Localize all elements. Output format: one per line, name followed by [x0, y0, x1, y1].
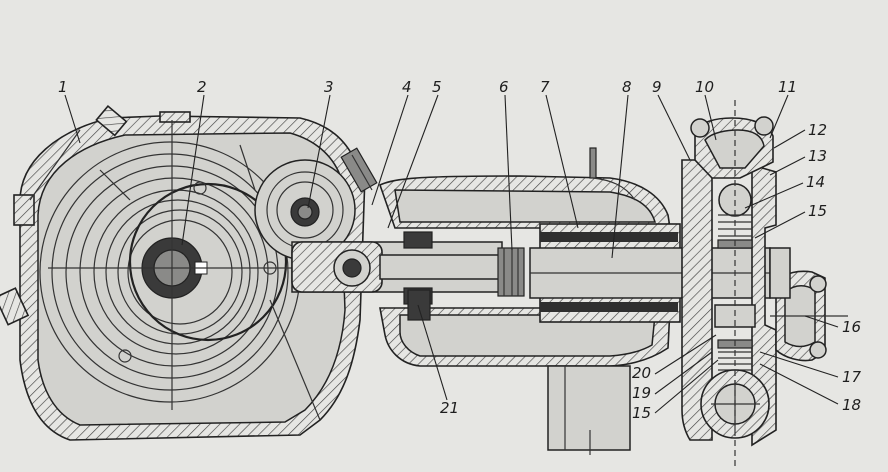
label-5: 5	[432, 78, 442, 96]
label-20: 20	[632, 364, 651, 382]
label-3: 3	[324, 78, 334, 96]
label-21: 21	[440, 399, 459, 417]
label-6: 6	[499, 78, 509, 96]
shaft-end	[769, 247, 791, 299]
coupling	[497, 247, 525, 297]
label-10: 10	[695, 78, 714, 96]
part-labels: 1 2 3 4 5 6 7 8 9 10 11 12 13 14 15 16 1…	[58, 78, 862, 422]
label-14: 14	[806, 173, 825, 191]
label-7: 7	[540, 78, 550, 96]
label-4: 4	[402, 78, 412, 96]
label-19: 19	[632, 384, 651, 402]
small-gear	[254, 159, 356, 261]
pump-head	[681, 100, 777, 470]
label-15b: 15	[632, 404, 651, 422]
label-18: 18	[842, 396, 861, 414]
label-1: 1	[58, 78, 68, 96]
plunger	[529, 223, 771, 323]
label-13: 13	[808, 147, 827, 165]
label-8: 8	[622, 78, 632, 96]
side-valve	[770, 270, 848, 362]
label-9: 9	[652, 78, 662, 96]
label-2: 2	[197, 78, 207, 96]
label-11: 11	[778, 78, 797, 96]
bolt	[340, 147, 378, 193]
spiral-gear	[39, 120, 321, 421]
label-12: 12	[808, 121, 827, 139]
label-15a: 15	[808, 202, 827, 220]
gland	[407, 289, 431, 321]
connecting-rod	[291, 231, 503, 305]
label-16: 16	[842, 318, 861, 336]
leader-lines	[64, 94, 839, 414]
label-17: 17	[842, 368, 862, 386]
